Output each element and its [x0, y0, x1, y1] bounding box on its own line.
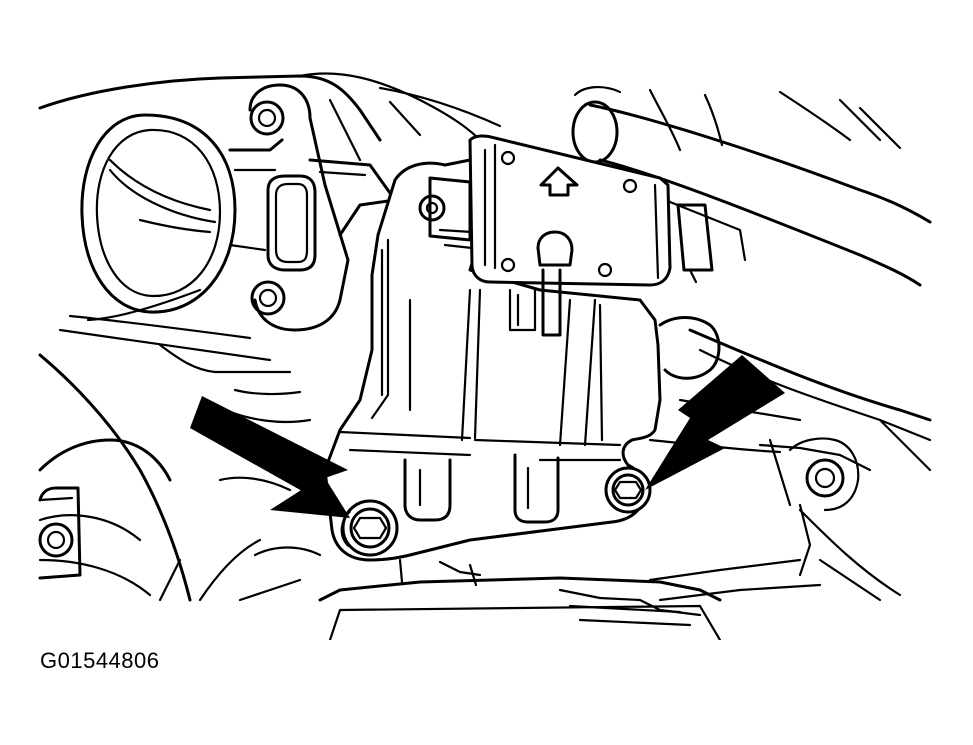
throttle-body: [80, 113, 284, 322]
throttle-flange: [248, 83, 397, 332]
bolt-left: [340, 499, 399, 557]
sensor-module: [418, 134, 672, 337]
figure-id-label: G01544806: [40, 648, 160, 673]
left-lower-mount: [38, 486, 82, 580]
technical-illustration: [38, 72, 932, 640]
sensor-bracket: [323, 148, 662, 562]
arrow-left-pointer-icon: [190, 396, 350, 518]
arrow-right-pointer-icon: [645, 355, 785, 490]
right-mount: [658, 316, 860, 577]
bolt-right: [604, 466, 652, 514]
